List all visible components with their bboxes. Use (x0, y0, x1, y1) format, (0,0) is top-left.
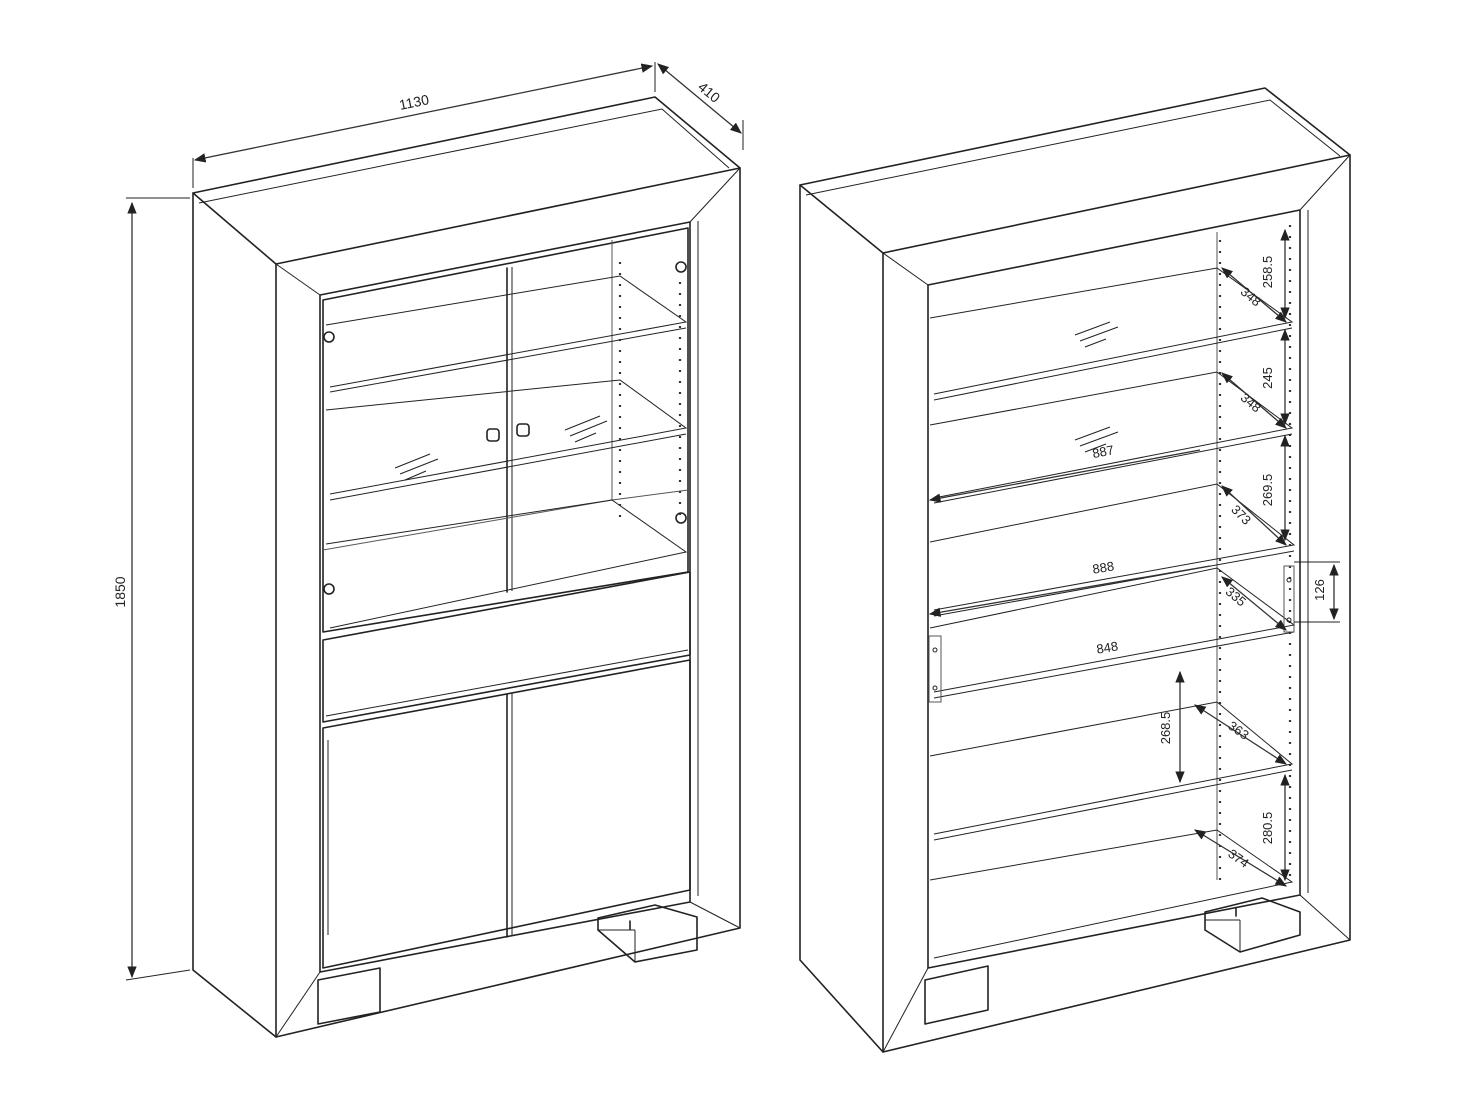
interior-dimension-lines (928, 228, 1340, 887)
left-cabinet-view (192, 96, 741, 1038)
shelf-4-spacing-label: 268.5 (1158, 712, 1173, 745)
glass-shelf-width-label: 887 (1091, 442, 1115, 461)
width-label: 1130 (398, 91, 431, 113)
shelf-2-depth-label: 348 (1238, 390, 1264, 415)
hinge-icon (323, 583, 335, 595)
glass-reflection-icon (1074, 321, 1119, 453)
shelf-5-spacing-label: 280.5 (1260, 812, 1275, 845)
left-top-surface (192, 96, 741, 265)
left-drawer-front (322, 571, 691, 723)
door-knob-left-icon (486, 428, 500, 442)
shelf-3-depth-label: 373 (1228, 502, 1254, 528)
overall-dimension-lines (125, 62, 744, 981)
drawer-outer-width-label: 888 (1091, 558, 1115, 576)
door-knob-right-icon (516, 423, 530, 437)
glass-reflection-icon (394, 415, 608, 481)
right-front-foot (924, 965, 989, 1025)
hinge-icon (323, 331, 335, 343)
shelf-5-depth-label: 374 (1225, 846, 1251, 871)
drawer-height-label: 126 (1312, 579, 1327, 601)
left-lower-doors (322, 659, 691, 969)
hinge-icon (675, 261, 687, 273)
shelf-1-spacing-label: 258.5 (1260, 256, 1275, 289)
left-front-opening (319, 221, 691, 973)
right-top-surface (799, 87, 1351, 254)
right-cabinet-view (799, 87, 1351, 1053)
depth-label: 410 (695, 79, 723, 106)
left-front-foot (317, 967, 381, 1025)
drawer-depth-label: 335 (1223, 584, 1249, 609)
drawer-inner-width-label: 848 (1095, 638, 1119, 656)
shelf-3-spacing-label: 269.5 (1260, 474, 1275, 507)
height-label: 1850 (112, 576, 128, 607)
shelf-2-spacing-label: 245 (1260, 367, 1275, 389)
left-glass-section (322, 227, 689, 633)
